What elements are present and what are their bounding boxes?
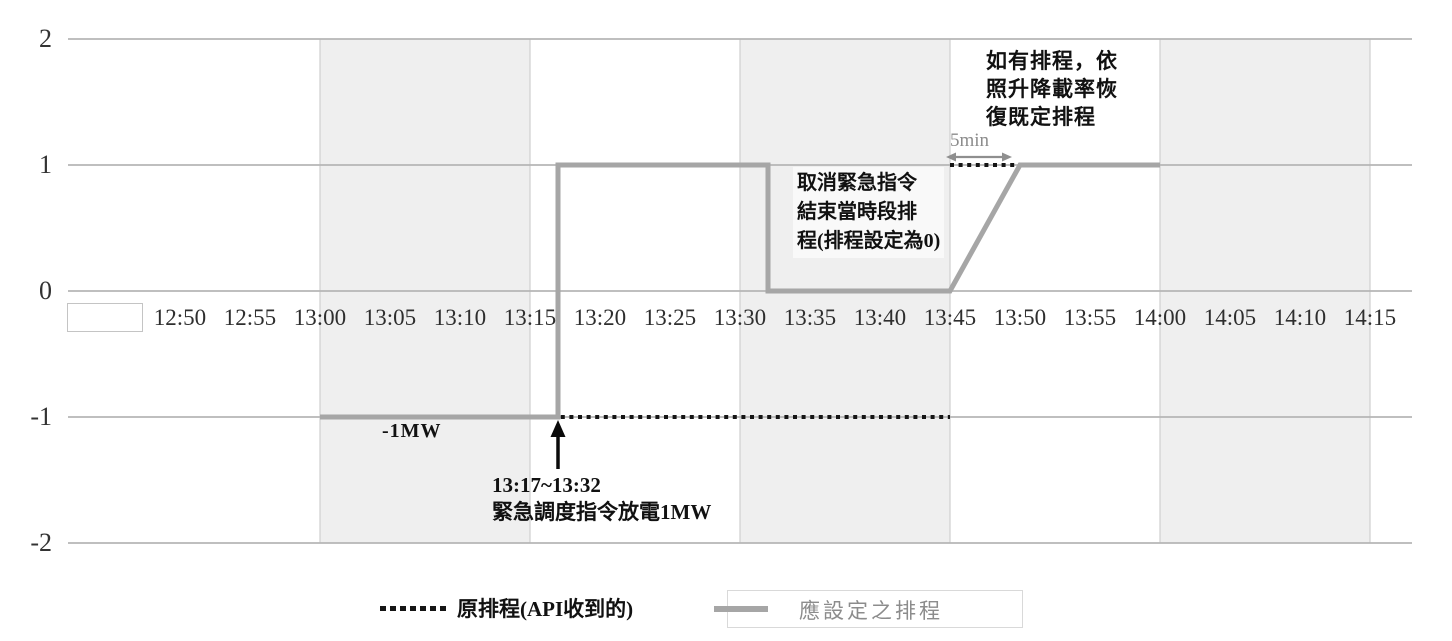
y-tick-label: -1 xyxy=(30,402,52,431)
five-min-arrow-right-head-icon xyxy=(1002,152,1012,162)
five-min-arrow-left-head-icon xyxy=(946,152,956,162)
x-tick-label: 13:50 xyxy=(993,305,1047,330)
x-tick-label: 13:40 xyxy=(853,305,907,330)
x-tick-label: 13:20 xyxy=(573,305,627,330)
x-tick-label: 12:50 xyxy=(153,305,207,330)
x-tick-label: 13:15 xyxy=(503,305,557,330)
legend-entry-box xyxy=(727,590,1023,628)
x-tick-label: 13:35 xyxy=(783,305,837,330)
x-tick-label: 13:05 xyxy=(363,305,417,330)
legend-label-target-schedule: 應設定之排程 xyxy=(799,599,943,623)
y-tick-label: 2 xyxy=(39,24,52,53)
x-tick-label: 14:05 xyxy=(1203,305,1257,330)
x-tick-label: 14:10 xyxy=(1273,305,1327,330)
x-tick-label: 13:00 xyxy=(293,305,347,330)
x-tick-label: 13:30 xyxy=(713,305,767,330)
x-tick-label: 13:45 xyxy=(923,305,977,330)
empty-axis-label-box xyxy=(67,303,143,332)
y-tick-label: 1 xyxy=(39,150,52,179)
legend-label-original-schedule: 原排程(API收到的) xyxy=(457,597,634,621)
dispatch-up-arrow-head-icon xyxy=(550,420,566,437)
x-tick-label: 13:25 xyxy=(643,305,697,330)
x-tick-label: 14:15 xyxy=(1343,305,1397,330)
five-min-label: 5min xyxy=(950,130,990,151)
restore-schedule-note: 如有排程，依 照升降載率恢 復既定排程 xyxy=(986,49,1118,129)
x-tick-label: 14:00 xyxy=(1133,305,1187,330)
cancel-emergency-note: 取消緊急指令 結束當時段排 程(排程設定為0) xyxy=(793,167,945,258)
solid-line-swatch-icon xyxy=(714,606,768,612)
emergency-dispatch-note: 13:17~13:32 緊急調度指令放電1MW xyxy=(492,473,712,524)
x-tick-label: 13:55 xyxy=(1063,305,1117,330)
y-tick-label: 0 xyxy=(39,276,52,305)
x-tick-label: 13:10 xyxy=(433,305,487,330)
series-target-schedule xyxy=(320,162,1160,420)
y-tick-label: -2 xyxy=(30,528,52,557)
x-tick-label: 12:55 xyxy=(223,305,277,330)
legend: 原排程(API收到的) 應設定之排程 xyxy=(0,585,1452,633)
minus-1mw-label: -1MW xyxy=(382,420,442,442)
dotted-line-swatch-icon xyxy=(380,606,447,611)
